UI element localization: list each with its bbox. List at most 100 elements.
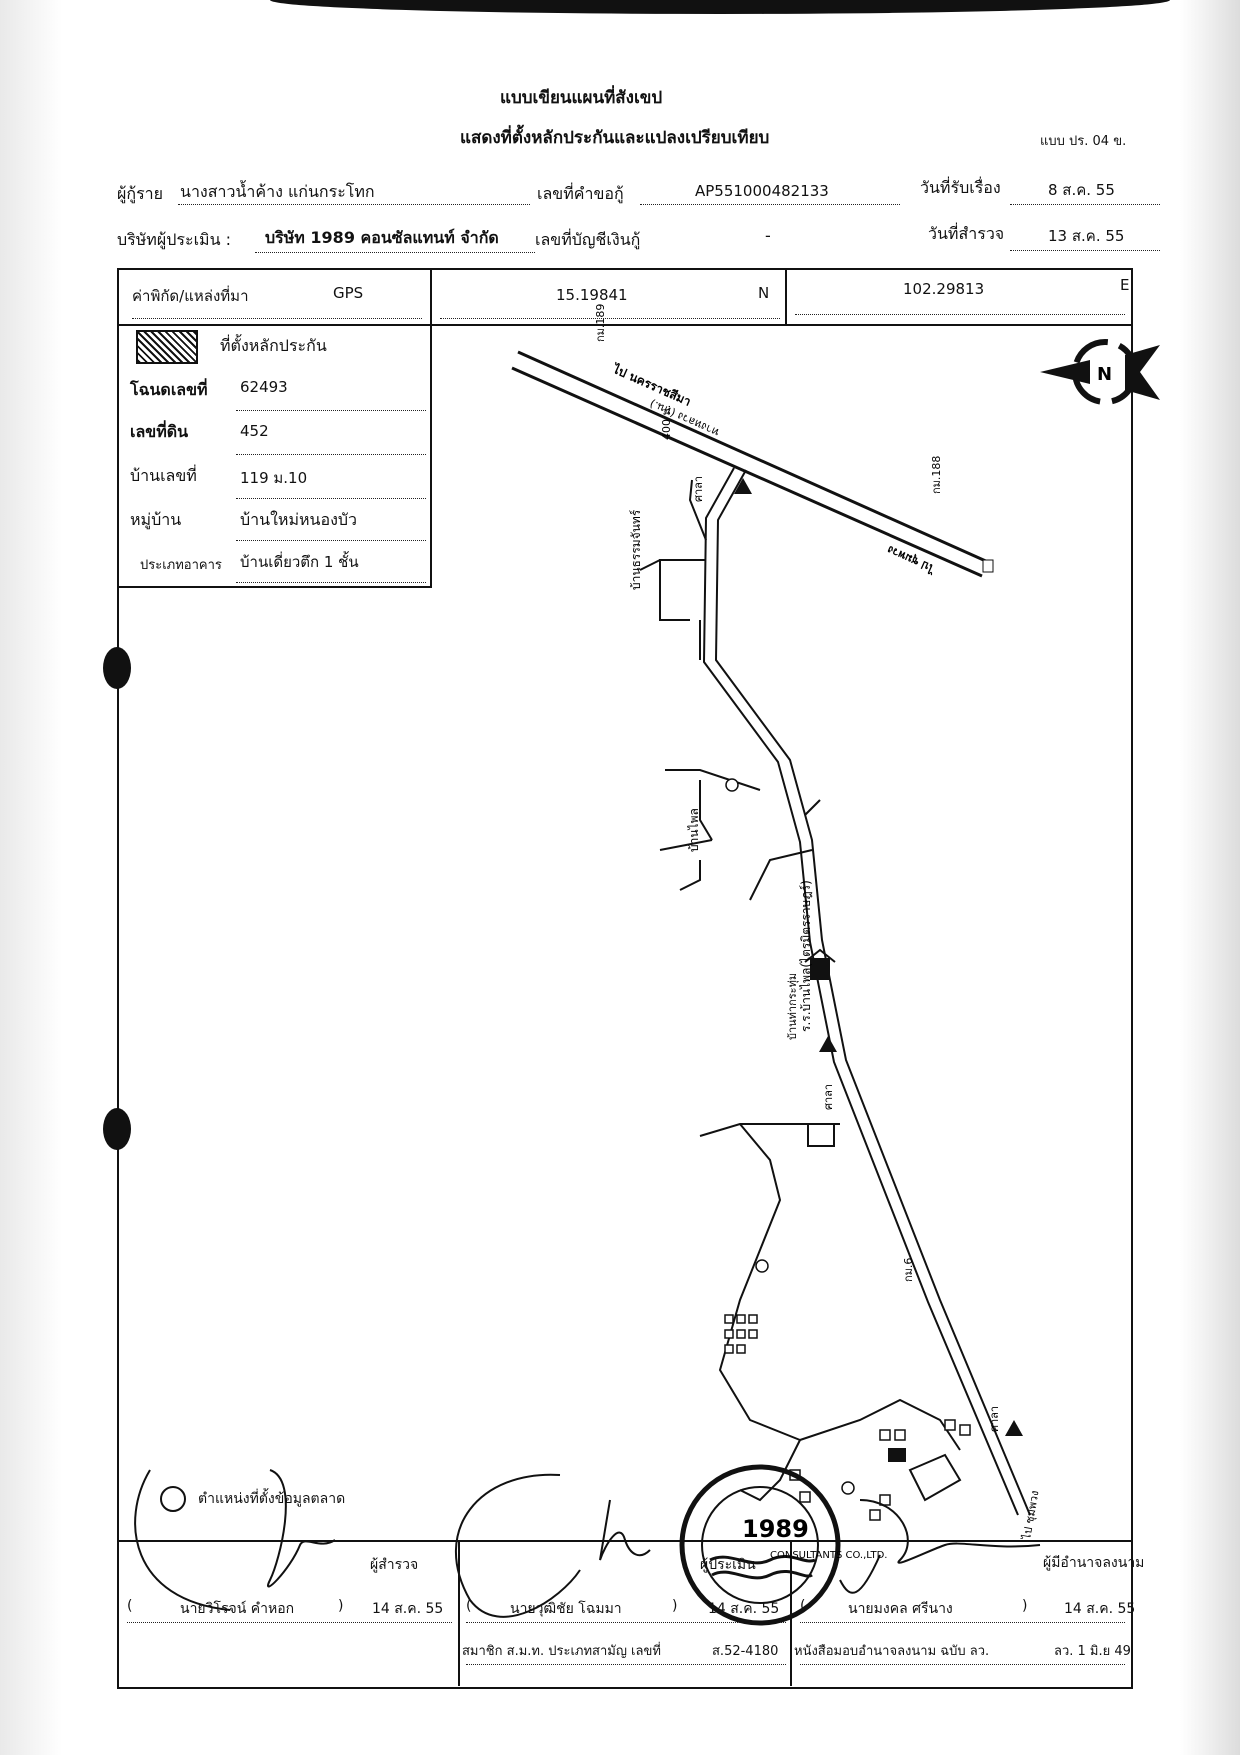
latitude-direction: N bbox=[758, 284, 770, 302]
surveyor-open-paren: ( bbox=[127, 1598, 133, 1614]
map-frame bbox=[117, 268, 1133, 1689]
market-data-circles bbox=[725, 778, 855, 1495]
authorized-open-paren: ( bbox=[800, 1598, 806, 1614]
appraiser-close-paren: ) bbox=[672, 1598, 678, 1614]
appraiser-underline bbox=[466, 1622, 786, 1623]
appraiser-underline bbox=[255, 252, 535, 253]
longitude-underline bbox=[795, 314, 1125, 315]
received-date-underline bbox=[1010, 204, 1160, 205]
form-code: แบบ ปร. 04 ข. bbox=[1040, 134, 1127, 149]
surveyor-date: 14 ส.ค. 55 bbox=[372, 1601, 444, 1617]
surveyor-role: ผู้สำรวจ bbox=[370, 1557, 419, 1573]
market-data-legend-icon bbox=[160, 1486, 186, 1512]
member-underline bbox=[466, 1664, 786, 1665]
deed-no-value: 62493 bbox=[240, 378, 288, 396]
auth-letter-text: หนังสือมอบอำนาจลงนาม ฉบับ ลว. bbox=[794, 1644, 990, 1659]
building-type-label: ประเภทอาคาร bbox=[140, 558, 222, 573]
survey-date-value: 13 ส.ค. 55 bbox=[1048, 227, 1125, 245]
appraiser-open-paren: ( bbox=[466, 1598, 472, 1614]
collateral-legend-label: ที่ตั้งหลักประกัน bbox=[220, 336, 327, 355]
authorized-underline bbox=[800, 1622, 1125, 1623]
house-no-label: บ้านเลขที่ bbox=[130, 466, 197, 485]
scan-edge-right bbox=[1180, 0, 1240, 1755]
land-no-value: 452 bbox=[240, 422, 269, 440]
surveyor-name: นายวิโรจน์ คำหอก bbox=[180, 1601, 295, 1617]
sala-markers bbox=[734, 478, 1023, 1436]
longitude-value: 102.29813 bbox=[903, 280, 985, 298]
label-village-a: บ้านธรรมจันทร์ bbox=[629, 509, 643, 590]
coord-col-divider-1 bbox=[430, 268, 432, 326]
side-roads bbox=[639, 479, 961, 1502]
received-date-label: วันที่รับเรื่อง bbox=[920, 178, 1001, 197]
label-village-b: บ้านไพล bbox=[687, 808, 701, 852]
house-no-value: 119 ม.10 bbox=[240, 469, 308, 487]
coord-source-value: GPS bbox=[333, 284, 364, 302]
account-no-label: เลขที่บัญชีเงินกู้ bbox=[535, 230, 641, 249]
authorized-signature bbox=[839, 1499, 1041, 1594]
appraiser-value: บริษัท 1989 คอนซัลแทนท์ จำกัด bbox=[265, 228, 499, 247]
company-stamp: 1989 CONSULTANTS CO.,LTD. bbox=[679, 1464, 887, 1626]
legend-box-right bbox=[430, 324, 432, 586]
surveyor-signature bbox=[134, 1469, 336, 1611]
authorized-name: นายมงคล ศรีนาง bbox=[848, 1601, 953, 1617]
survey-date-underline bbox=[1010, 250, 1160, 251]
doc-subtitle: แสดงที่ตั้งหลักประกันและแปลงเปรียบเทียบ bbox=[460, 128, 770, 148]
school-icon bbox=[804, 948, 836, 980]
coord-col-divider-2 bbox=[785, 268, 787, 326]
north-arrow-icon: N bbox=[1040, 339, 1160, 405]
borrower-value: นางสาวน้ำค้าง แก่นกระโทก bbox=[180, 182, 375, 201]
market-data-legend-label: ตำแหน่งที่ตั้งข้อมูลตลาด bbox=[198, 1491, 346, 1507]
doc-title: แบบเขียนแผนที่สังเขป bbox=[500, 88, 663, 108]
collateral-location-marker bbox=[888, 1448, 962, 1502]
local-road bbox=[702, 467, 1031, 1516]
label-km-6: กม.6 bbox=[902, 1258, 915, 1282]
house-markers bbox=[724, 1314, 971, 1521]
member-no: ส.52-4180 bbox=[712, 1644, 779, 1659]
legend-box-bottom bbox=[117, 586, 432, 588]
auth-letter-date: ลว. 1 มิ.ย 49 bbox=[1054, 1644, 1131, 1659]
collateral-hatch-icon bbox=[136, 330, 198, 364]
label-km-189: กม.189 bbox=[594, 304, 607, 342]
label-km-188: กม.188 bbox=[930, 456, 943, 494]
signature-col-1 bbox=[458, 1540, 460, 1686]
survey-date-label: วันที่สำรวจ bbox=[928, 224, 1005, 243]
scan-top-shadow bbox=[270, 0, 1170, 14]
appraiser-signature bbox=[454, 1473, 651, 1618]
house-no-underline bbox=[236, 498, 426, 499]
scan-edge-left bbox=[0, 0, 62, 1755]
label-village-c: บ้านท่ากระทุ่ม bbox=[786, 973, 799, 1040]
coord-source-underline bbox=[132, 318, 422, 319]
borrower-label: ผู้กู้ราย bbox=[117, 184, 164, 203]
surveyor-underline bbox=[127, 1622, 452, 1623]
binder-hole-bottom bbox=[103, 1108, 131, 1150]
appraiser-name: นายวุฒิชัย โฉมมา bbox=[510, 1601, 622, 1617]
village-value: บ้านใหม่หนองบัว bbox=[240, 510, 358, 529]
request-no-value: AP551000482133 bbox=[695, 182, 829, 200]
building-type-underline bbox=[236, 582, 426, 583]
authorized-close-paren: ) bbox=[1022, 1598, 1028, 1614]
deed-no-underline bbox=[236, 410, 426, 411]
stamp-ring-text: CONSULTANTS CO.,LTD. bbox=[770, 1550, 887, 1561]
request-no-underline bbox=[640, 204, 900, 205]
signature-col-2 bbox=[790, 1540, 792, 1686]
land-no-label: เลขที่ดิน bbox=[130, 422, 189, 441]
highway-top bbox=[511, 350, 994, 578]
surveyor-close-paren: ) bbox=[338, 1598, 344, 1614]
binder-hole-top bbox=[103, 647, 131, 689]
reference-plot-icon bbox=[807, 1123, 835, 1147]
label-400m: 400 ม. bbox=[660, 405, 673, 440]
deed-no-label: โฉนดเลขที่ bbox=[130, 380, 208, 399]
svg-text:N: N bbox=[1097, 364, 1112, 385]
appraiser-label: บริษัทผู้ประเมิน : bbox=[117, 230, 231, 249]
authorized-role: ผู้มีอำนาจลงนาม bbox=[1043, 1555, 1145, 1571]
building-type-value: บ้านเดี่ยวตึก 1 ชั้น bbox=[240, 553, 359, 571]
account-no-value: - bbox=[765, 226, 771, 245]
village-underline bbox=[236, 540, 426, 541]
stamp-center-text: 1989 bbox=[742, 1515, 809, 1543]
coord-source-label: ค่าพิกัด/แหล่งที่มา bbox=[132, 287, 249, 305]
label-sala-2: ศาลา bbox=[822, 1084, 835, 1110]
land-no-underline bbox=[236, 454, 426, 455]
member-text: สมาชิก ส.ม.ท. ประเภทสามัญ เลขที่ bbox=[462, 1644, 661, 1659]
